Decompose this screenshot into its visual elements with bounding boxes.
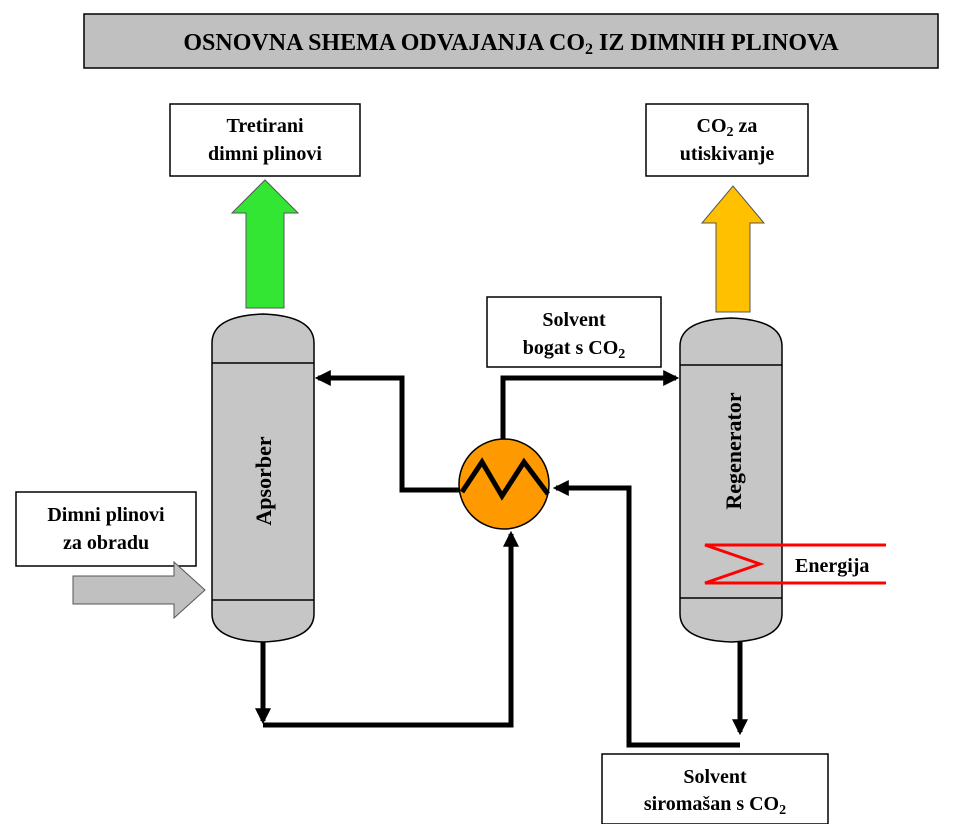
flue-gas-label-2: za obradu bbox=[63, 532, 149, 554]
lean-solvent-to-hx-pipe bbox=[552, 479, 740, 748]
treated-gas-label-1: Tretirani bbox=[226, 115, 303, 137]
treated-gas-box: Tretirani dimni plinovi bbox=[169, 103, 361, 177]
co2-injection-box: CO2 za utiskivanje bbox=[645, 103, 809, 177]
flue-gas-arrow bbox=[72, 560, 206, 620]
lean-solvent-label-2: siromašan s CO2 bbox=[644, 793, 786, 818]
page-title: OSNOVNA SHEMA ODVAJANJA CO2 IZ DIMNIH PL… bbox=[183, 30, 839, 58]
rich-solvent-label-1: Solvent bbox=[542, 309, 606, 331]
heat-exchanger bbox=[458, 438, 550, 530]
energy-coil: Energija bbox=[704, 543, 886, 585]
regenerator-vessel: Regenerator bbox=[679, 317, 783, 643]
treated-gas-label-2: dimni plinovi bbox=[208, 143, 322, 165]
flue-gas-label-1: Dimni plinovi bbox=[47, 504, 165, 526]
regenerator-label: Regenerator bbox=[721, 392, 746, 510]
energy-coil-icon bbox=[704, 543, 886, 585]
absorber-label: Apsorber bbox=[251, 436, 276, 525]
absorber-vessel: Apsorber bbox=[211, 313, 315, 643]
pipe-network bbox=[254, 369, 749, 748]
flue-gas-box: Dimni plinovi za obradu bbox=[15, 491, 197, 567]
title-box: OSNOVNA SHEMA ODVAJANJA CO2 IZ DIMNIH PL… bbox=[83, 13, 939, 69]
lean-solvent-box: Solvent siromašan s CO2 bbox=[601, 753, 829, 824]
co2-injection-label-2: utiskivanje bbox=[680, 143, 775, 165]
rich-solvent-to-regenerator-pipe bbox=[500, 369, 680, 446]
rich-solvent-box: Solvent bogat s CO2 bbox=[486, 296, 662, 368]
heat-exchanger-coil-icon bbox=[459, 457, 550, 501]
energy-label: Energija bbox=[795, 555, 869, 577]
lean-solvent-label-1: Solvent bbox=[683, 766, 747, 788]
lean-solvent-to-absorber-pipe bbox=[314, 369, 462, 493]
rich-solvent-to-hx-pipe bbox=[263, 530, 520, 728]
treated-gas-arrow bbox=[230, 179, 300, 309]
co2-injection-arrow bbox=[700, 185, 766, 313]
co2-injection-label-1: CO2 za bbox=[697, 115, 758, 140]
rich-solvent-label-2: bogat s CO2 bbox=[523, 337, 626, 362]
